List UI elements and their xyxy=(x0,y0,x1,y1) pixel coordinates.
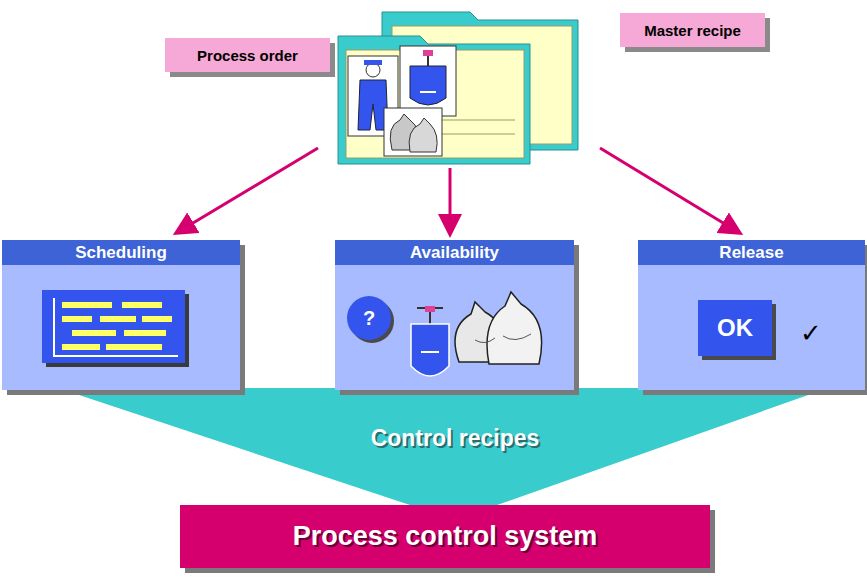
resource-icon xyxy=(425,306,435,312)
node-text: Process order xyxy=(197,47,298,64)
worker-icon xyxy=(364,60,382,65)
schedule-chart-icon xyxy=(124,330,166,336)
bags-icon xyxy=(409,118,437,152)
resource-icon xyxy=(475,334,531,343)
mixer-icon xyxy=(400,46,456,116)
step-box: Availability? xyxy=(335,240,574,390)
resource-icon xyxy=(411,324,449,376)
worker-icon xyxy=(366,63,380,77)
bags-icon xyxy=(384,108,442,156)
ok-button: OK xyxy=(698,300,772,356)
box-heading: Availability xyxy=(335,240,574,265)
mixer-icon xyxy=(410,66,446,105)
flow-arrows xyxy=(178,148,318,232)
system-box: Process control system xyxy=(180,505,710,568)
front-folder xyxy=(338,36,530,164)
schedule-chart-icon xyxy=(62,344,100,350)
check-mark: ✓ xyxy=(800,318,822,349)
schedule-chart-icon xyxy=(54,298,178,356)
schedule-chart-icon xyxy=(106,344,162,350)
mixer-icon xyxy=(420,91,436,93)
question-circle: ? xyxy=(347,296,391,340)
schedule-chart-icon xyxy=(142,316,172,322)
mixer-icon xyxy=(400,46,456,116)
document-tag: Process order xyxy=(165,38,330,72)
schedule-chart-icon xyxy=(100,316,136,322)
step-box: Scheduling xyxy=(2,240,240,390)
schedule-chart-icon xyxy=(122,302,162,308)
node-text: Master recipe xyxy=(644,22,741,39)
funnel-label: Control recipes xyxy=(250,418,660,458)
funnel-band xyxy=(58,388,828,520)
schedule-chart-icon xyxy=(42,290,185,363)
node-text: ? xyxy=(363,307,375,330)
front-folder xyxy=(440,120,515,121)
box-heading: Release xyxy=(638,240,865,265)
front-folder xyxy=(346,50,524,158)
schedule-chart-icon xyxy=(72,330,116,336)
step-box: ReleaseOK xyxy=(638,240,865,390)
flow-arrows xyxy=(600,148,738,232)
box-heading: Scheduling xyxy=(2,240,240,265)
flow-arrows xyxy=(449,168,452,232)
schedule-chart-icon xyxy=(62,316,92,322)
resource-icon xyxy=(487,292,542,364)
schedule-chart-icon xyxy=(62,302,112,308)
node-text: Control recipes xyxy=(371,425,540,452)
funnel-band xyxy=(58,388,828,520)
node-text: Process control system xyxy=(293,521,598,552)
bags-icon xyxy=(384,108,442,156)
node-text: OK xyxy=(717,314,753,342)
front-folder xyxy=(338,36,530,164)
resource-icon xyxy=(421,351,439,353)
front-folder xyxy=(440,134,515,135)
mixer-icon xyxy=(423,50,433,56)
document-tag: Master recipe xyxy=(620,13,765,47)
